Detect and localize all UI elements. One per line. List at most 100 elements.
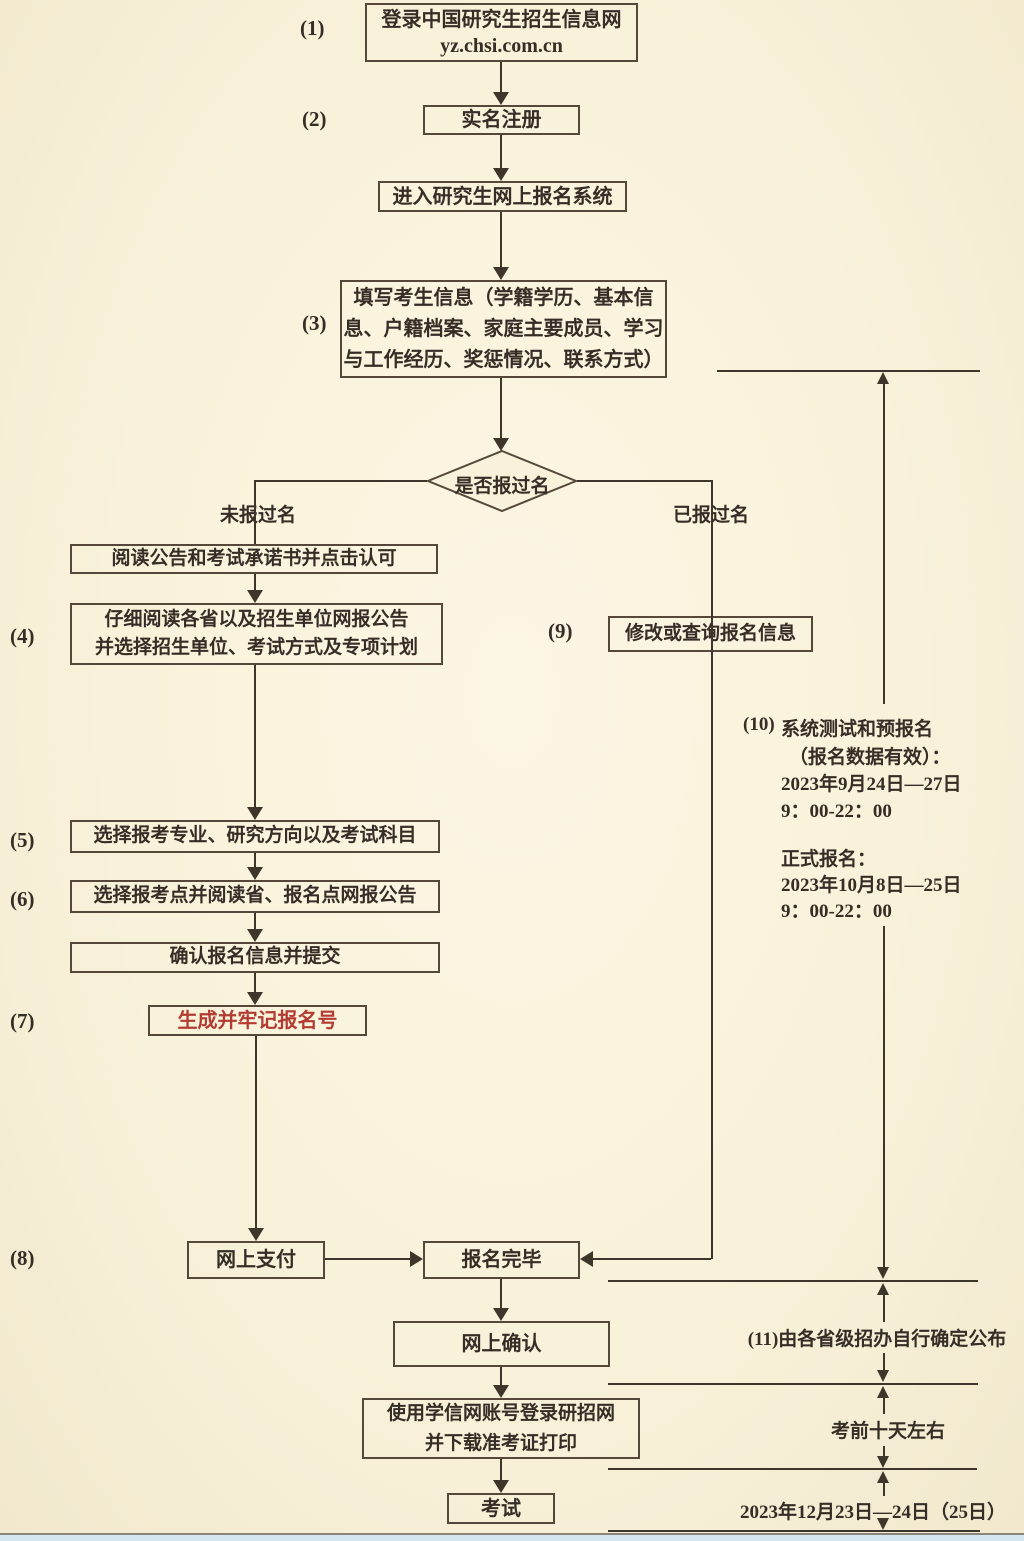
read-province-line1: 仔细阅读各省以及招生单位网报公告	[104, 608, 409, 630]
connector-site-confirm	[254, 913, 256, 929]
timeline-province-note: (11)由各省级招办自行确定公布	[734, 1324, 1020, 1351]
connector-left-down	[254, 480, 256, 544]
connector-yes-branch-down	[711, 480, 713, 1259]
arrowhead-confirm-download	[493, 1385, 509, 1398]
step5-number: (5)	[10, 828, 35, 852]
fill-info-line3: 与工作经历、奖惩情况、联系方式）	[343, 348, 664, 371]
step4-number: (4)	[10, 624, 35, 648]
step11-text: 由各省级招办自行确定公布	[778, 1329, 1007, 1350]
connector-enter-fillinfo	[500, 212, 502, 267]
timeline-segment-1a	[883, 384, 885, 704]
timeline-test-dates: 2023年9月24日—27日	[781, 774, 962, 795]
arrowhead-pay-done	[410, 1251, 423, 1267]
timeline-official-dates: 2023年10月8日—25日	[781, 875, 962, 896]
connector-number-pay	[255, 1036, 257, 1228]
timeline-test-hours: 9：00-22：00	[781, 801, 892, 822]
timeline-arrow-up-3	[877, 1386, 889, 1398]
timeline-segment-3a	[883, 1398, 885, 1414]
step2-number: (2)	[302, 107, 327, 131]
exam-box: 考试	[447, 1493, 555, 1524]
photo-bottom-edge	[0, 1533, 1024, 1535]
connector-confirm-download	[500, 1367, 502, 1386]
timeline-segment-2a	[883, 1295, 885, 1322]
arrowhead-confirm-number	[247, 992, 263, 1005]
connector-province-major	[254, 665, 256, 807]
choose-site-label: 选择报考点并阅读省、报名点网报公告	[93, 885, 417, 907]
fill-info-line1: 填写考生信息（学籍学历、基本信	[353, 286, 654, 309]
timeline-divider-4	[608, 1468, 977, 1470]
choose-major-box: 选择报考专业、研究方向以及考试科目	[70, 820, 440, 853]
remember-number-label: 生成并牢记报名号	[177, 1009, 338, 1032]
timeline-arrow-up-1	[877, 372, 889, 384]
arrowhead-number-pay	[248, 1228, 264, 1241]
timeline-before-exam: 考前十天左右	[830, 1421, 945, 1442]
arrowhead-enter-fillinfo	[493, 267, 509, 280]
read-notice-box: 阅读公告和考试承诺书并点击认可	[70, 544, 438, 574]
login-box-url: yz.chsi.com.cn	[440, 34, 563, 57]
enter-system-label: 进入研究生网上报名系统	[392, 185, 613, 208]
choose-major-label: 选择报考专业、研究方向以及考试科目	[93, 825, 417, 847]
read-province-line2: 并选择招生单位、考试方式及专项计划	[94, 637, 418, 658]
read-province-box: 仔细阅读各省以及招生单位网报公告 并选择招生单位、考试方式及专项计划	[70, 603, 443, 665]
enter-system-box: 进入研究生网上报名系统	[378, 181, 627, 212]
arrowhead-site-confirm	[247, 929, 263, 942]
timeline-segment-2b	[883, 1353, 885, 1370]
arrowhead-download-exam	[493, 1480, 509, 1493]
timeline-arrow-down-4	[877, 1518, 889, 1530]
step8-number: (8)	[10, 1246, 35, 1270]
login-box-line1: 登录中国研究生招生信息网	[381, 8, 622, 31]
timeline-segment-3b	[883, 1446, 885, 1457]
step3-number: (3)	[302, 311, 327, 335]
connector-yes-branch-left	[593, 1258, 711, 1260]
arrowhead-province-major	[247, 807, 263, 820]
timeline-arrow-down-2	[877, 1370, 889, 1382]
modify-query-label: 修改或查询报名信息	[625, 622, 796, 647]
register-box: 实名注册	[423, 105, 580, 135]
arrowhead-major-site	[247, 867, 263, 880]
step10-number: (10)	[743, 714, 775, 735]
step7-number: (7)	[10, 1009, 35, 1033]
timeline-arrow-up-4	[877, 1471, 889, 1483]
decision-label: 是否报过名	[454, 476, 550, 497]
remember-number-box: 生成并牢记报名号	[148, 1005, 367, 1036]
online-confirm-label: 网上确认	[461, 1333, 542, 1355]
arrowhead-login-register	[493, 92, 509, 105]
timeline-exam-dates: 2023年12月23日—24日（25日）	[739, 1502, 1006, 1523]
arrowhead-yes-branch-done	[580, 1251, 593, 1267]
choose-site-box: 选择报考点并阅读省、报名点网报公告	[70, 880, 440, 913]
exam-label: 考试	[481, 1497, 521, 1520]
online-confirm-box: 网上确认	[393, 1321, 610, 1367]
modify-query-box: 修改或查询报名信息	[608, 616, 813, 652]
confirm-submit-label: 确认报名信息并提交	[169, 946, 341, 968]
timeline-segment-4a	[883, 1483, 885, 1496]
register-box-label: 实名注册	[461, 109, 542, 131]
timeline-test-title: 系统测试和预报名	[781, 719, 934, 740]
download-ticket-box: 使用学信网账号登录研招网 并下载准考证打印	[362, 1398, 640, 1459]
fill-info-line2: 息、户籍档案、家庭主要成员、学习	[343, 317, 664, 340]
connector-register-enter	[500, 135, 502, 169]
timeline-official-title: 正式报名：	[781, 849, 877, 870]
photo-bottom-strip	[0, 1535, 1024, 1541]
arrowhead-done-confirm	[493, 1308, 509, 1321]
timeline-divider-3	[608, 1383, 978, 1385]
timeline-segment-1b	[883, 926, 885, 1268]
pay-online-box: 网上支付	[187, 1241, 325, 1279]
step11-number: (11)	[747, 1329, 779, 1350]
signup-done-box: 报名完毕	[423, 1241, 580, 1279]
connector-fillinfo-decision	[500, 378, 502, 438]
branch-yes-label: 已报过名	[666, 500, 756, 527]
timeline-arrow-up-2	[877, 1283, 889, 1295]
connector-decision-right	[577, 480, 712, 482]
arrowhead-register-enter	[493, 168, 509, 181]
fill-info-box: 填写考生信息（学籍学历、基本信 息、户籍档案、家庭主要成员、学习 与工作经历、奖…	[340, 280, 667, 378]
timeline-official-hours: 9：00-22：00	[781, 901, 892, 922]
step9-number: (9)	[548, 619, 573, 643]
read-notice-label: 阅读公告和考试承诺书并点击认可	[111, 547, 397, 569]
decision-diamond	[425, 449, 579, 513]
timeline-arrow-down-1	[877, 1267, 889, 1279]
connector-notice-province	[254, 574, 256, 591]
login-box: 登录中国研究生招生信息网 yz.chsi.com.cn	[365, 3, 638, 62]
timeline-divider-1	[717, 370, 980, 372]
download-ticket-line1: 使用学信网账号登录研招网	[386, 1403, 615, 1425]
